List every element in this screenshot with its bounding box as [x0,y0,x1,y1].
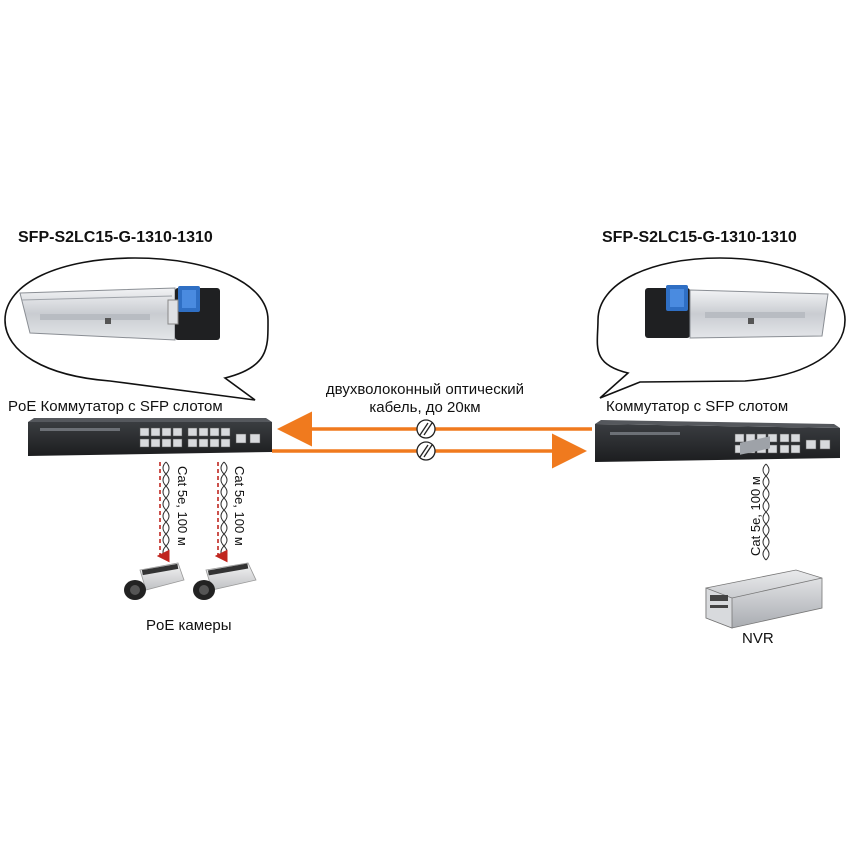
left-cable-1 [162,461,170,559]
poe-cameras-label: PoE камеры [146,617,232,634]
fiber-label-line1: двухволоконный оптический [325,381,525,398]
right-cable-label: Cat 5e, 100 м [748,476,763,556]
fiber-label-line2: кабель, до 20км [369,399,481,416]
left-poe-switch-image [28,418,272,456]
right-sfp-model-label: SFP-S2LC15-G-1310-1310 [602,229,797,246]
fiber-break-icon [416,419,436,439]
left-cable-2 [220,461,228,559]
left-sfp-model-label: SFP-S2LC15-G-1310-1310 [18,229,213,246]
nvr-image [705,436,823,629]
left-sfp-module-image [19,286,220,341]
right-cable [762,463,770,561]
left-cable-1-label: Cat 5e, 100 м [175,466,190,546]
right-switch-image [595,420,840,462]
left-cable-2-label: Cat 5e, 100 м [232,466,247,546]
poe-camera-image [124,562,185,600]
fiber-break-icon [416,441,436,461]
nvr-label: NVR [742,630,774,647]
poe-camera-image [193,562,257,600]
right-sfp-module-image [645,285,829,339]
left-switch-label: PoE Коммутатор с SFP слотом [8,398,223,415]
right-switch-label: Коммутатор с SFP слотом [606,398,789,415]
